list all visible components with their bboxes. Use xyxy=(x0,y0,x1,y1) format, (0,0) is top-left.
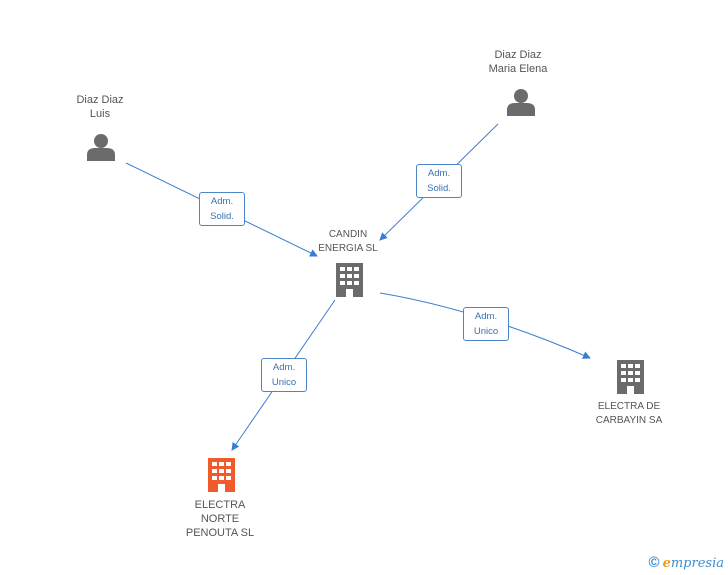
node-label-candin-energia[interactable]: CANDIN ENERGIA SL xyxy=(318,229,378,254)
building-icon[interactable] xyxy=(208,458,235,492)
building-icon[interactable] xyxy=(617,360,644,394)
edge-label-luis-candin: Adm. Solid. xyxy=(199,192,245,226)
brand-footer: ©empresia xyxy=(649,554,724,571)
node-label-diaz-diaz-maria-elena[interactable]: Diaz Diaz Maria Elena xyxy=(488,49,548,75)
edge-label-candin-norte: Adm. Unico xyxy=(261,358,307,392)
edge-label-candin-carbayin: Adm. Unico xyxy=(463,307,509,341)
person-icon[interactable] xyxy=(507,89,535,116)
node-label-electra-de-carbayin[interactable]: ELECTRA DE CARBAYIN SA xyxy=(595,401,663,426)
copyright-icon: © xyxy=(648,554,660,571)
node-label-electra-norte-penouta[interactable]: ELECTRA NORTE PENOUTA SL xyxy=(185,499,255,539)
building-icon[interactable] xyxy=(336,263,363,297)
person-icon[interactable] xyxy=(87,134,115,161)
node-label-diaz-diaz-luis[interactable]: Diaz Diaz Luis xyxy=(76,94,124,120)
brand-logo[interactable]: empresia xyxy=(662,556,724,571)
edge-label-maria-candin: Adm. Solid. xyxy=(416,164,462,198)
